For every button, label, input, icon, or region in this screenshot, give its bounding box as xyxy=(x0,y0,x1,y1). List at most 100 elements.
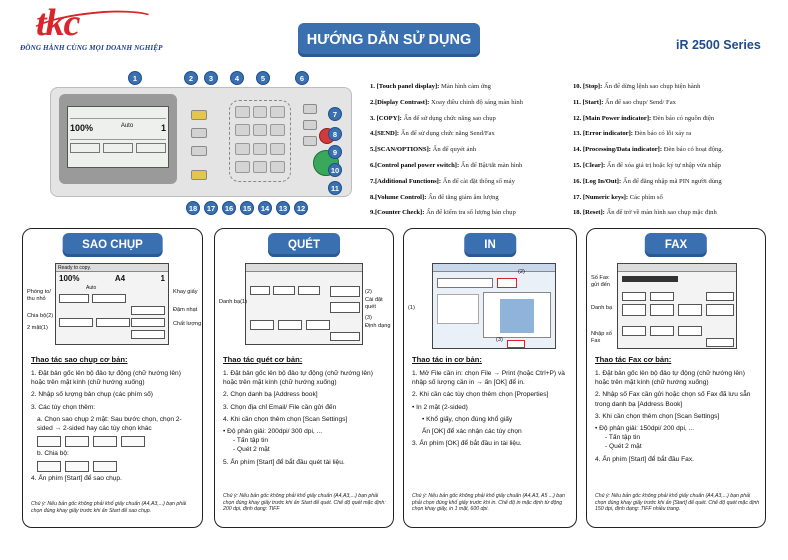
copy-2sided-button[interactable] xyxy=(96,318,130,327)
callout-paper-tray: Khay giấy xyxy=(173,289,198,295)
copy-special-features-button[interactable] xyxy=(131,330,165,339)
callout-4: 4 xyxy=(230,71,244,85)
key-1[interactable] xyxy=(235,106,250,118)
key-5[interactable] xyxy=(252,124,268,137)
fax-address-book-button[interactable] xyxy=(622,304,646,316)
callout-5: 5 xyxy=(256,71,270,85)
scan-note: Chú ý: Nếu bản gốc không phải khổ giấy c… xyxy=(223,493,386,513)
fax-system-monitor-button[interactable] xyxy=(706,338,734,347)
copy-quality-button[interactable] xyxy=(131,318,165,327)
legend-left: 1. [Touch panel display]: Màn hình cảm ứ… xyxy=(370,79,566,221)
legend-item-10: 10. [Stop]: Ấn để dừng lệnh sao chụp hiệ… xyxy=(573,83,701,90)
callout-duplex-label: 2 mặt(1) xyxy=(27,325,48,331)
legend-item-6: 6.[Control panel power switch]: Ấn để Bậ… xyxy=(370,161,523,169)
key-2[interactable] xyxy=(252,106,268,118)
scan-one-touch-button[interactable] xyxy=(278,320,302,330)
print-step-1: 1. Mở File cần in: chọn File → Print (ho… xyxy=(412,370,565,387)
reset-button[interactable] xyxy=(191,170,207,180)
scan-section-heading: Thao tác quét cơ bản: xyxy=(223,355,303,364)
touch-panel-display[interactable]: 100% Auto 1 xyxy=(67,106,169,168)
counter-check-button[interactable] xyxy=(303,136,317,146)
legend-item-16: 16. [Log In/Out]: Ấn để đăng nhập mã PIN… xyxy=(573,177,722,185)
copy-button[interactable] xyxy=(191,110,207,120)
scan-step-4-duplex: - Quét 2 mặt xyxy=(233,446,270,454)
copy-paper: A4 xyxy=(114,274,126,283)
volume-control-button[interactable] xyxy=(303,120,317,130)
scan-file-format-button[interactable] xyxy=(330,302,360,313)
key-0[interactable] xyxy=(252,160,268,173)
fax-tone-button[interactable] xyxy=(622,292,646,301)
print-steps: 1. Mở File cần in: chọn File → Print (ho… xyxy=(412,369,572,451)
print-ok-button[interactable] xyxy=(507,340,525,348)
legend-item-1: 1. [Touch panel display]: Màn hình cảm ứ… xyxy=(370,83,491,90)
scan-file-button[interactable] xyxy=(273,286,295,295)
scan-address-book-button[interactable] xyxy=(250,286,270,295)
legend-item-3: 3. [COPY]: Ấn để sử dụng chức năng sao c… xyxy=(370,114,496,122)
fax-recall-button[interactable] xyxy=(650,304,674,316)
fax-screen-shot xyxy=(617,263,737,349)
duplex-option-4-icon[interactable] xyxy=(121,436,145,448)
fax-details-button[interactable] xyxy=(678,304,702,316)
callout-zoom: Phóng to/ thu nhỏ xyxy=(27,289,51,302)
key-7[interactable] xyxy=(235,142,250,155)
key-star[interactable] xyxy=(235,160,250,173)
print-card: IN (1) (2) (3) Thao tác in cơ bản: 1. Mở… xyxy=(403,228,577,528)
callout-15: 15 xyxy=(240,201,254,215)
callout-12: 12 xyxy=(294,201,308,215)
additional-functions-button[interactable] xyxy=(303,104,317,114)
duplex-option-3-icon[interactable] xyxy=(93,436,117,448)
fax-favorites-button[interactable] xyxy=(622,326,646,336)
key-3[interactable] xyxy=(270,106,285,118)
logo-tagline: ĐỒNG HÀNH CÙNG MỌI DOANH NGHIỆP xyxy=(20,44,163,52)
print-dialog-shot xyxy=(432,263,556,349)
callout-scan-settings-num: (2) xyxy=(365,289,372,295)
scan-system-monitor-button[interactable] xyxy=(330,332,360,341)
scan-screen-shot xyxy=(245,263,363,345)
legend-item-2: 2.[Display Contrast]: Xoay điều chỉnh độ… xyxy=(370,98,523,106)
copy-auto: Auto xyxy=(86,285,97,291)
scan-screen-header xyxy=(246,264,362,272)
copy-step-1: 1. Đặt bản gốc lên bộ đảo tự động (chữ h… xyxy=(31,370,181,387)
copy-card: SAO CHỤP Ready to copy. 100% A4 1 Auto P… xyxy=(22,228,203,528)
scan-step-4: 4. Khi cần chọn thêm chọn [Scan Settings… xyxy=(223,415,348,423)
key-8[interactable] xyxy=(252,142,268,155)
copy-step-3a: a. Chọn sao chụp 2 mặt: Sau bước chọn, c… xyxy=(37,415,182,433)
copy-paper-select-button[interactable] xyxy=(92,294,126,303)
fax-steps: 1. Đặt bản gốc lên bộ đảo tự động (chữ h… xyxy=(595,369,761,467)
scan-new-address-button[interactable] xyxy=(306,320,330,330)
copy-ratio-button[interactable] xyxy=(59,294,89,303)
fax-settings-button[interactable] xyxy=(706,292,734,301)
fax-new-address-button[interactable] xyxy=(678,326,702,336)
send-button[interactable] xyxy=(191,128,207,138)
fax-pause-button[interactable] xyxy=(650,292,674,301)
scan-settings-button[interactable] xyxy=(330,286,360,297)
logo-text: tkc xyxy=(36,2,80,44)
scan-options-button[interactable] xyxy=(191,146,207,156)
fax-format-button[interactable] xyxy=(706,304,734,316)
fax-number-field[interactable] xyxy=(622,276,678,282)
key-hash[interactable] xyxy=(270,160,285,173)
callout-9: 9 xyxy=(328,145,342,159)
legend-item-18: 18. [Reset]: Ấn để trở về màn hình sao c… xyxy=(573,209,717,217)
legend-item-14: 14. [Processing/Data indicator]: Đèn báo… xyxy=(573,146,724,154)
sort-option-1-icon[interactable] xyxy=(37,461,61,473)
key-6[interactable] xyxy=(270,124,285,137)
duplex-option-2-icon[interactable] xyxy=(65,436,89,448)
sort-option-2-icon[interactable] xyxy=(65,461,89,473)
key-4[interactable] xyxy=(235,124,250,137)
print-properties-button[interactable] xyxy=(497,278,517,288)
copy-count: 1 xyxy=(160,274,165,283)
key-9[interactable] xyxy=(270,142,285,155)
print-printer-select[interactable] xyxy=(437,278,493,288)
duplex-option-1-icon[interactable] xyxy=(37,436,61,448)
callout-format-num: (3) xyxy=(365,315,372,321)
scan-recall-button[interactable] xyxy=(298,286,320,295)
copy-finishing-button[interactable] xyxy=(59,318,93,327)
scan-step-3: 3. Chọn địa chỉ Email/ File cần gửi đến xyxy=(223,403,337,411)
fax-one-touch-button[interactable] xyxy=(650,326,674,336)
sort-option-3-icon[interactable] xyxy=(93,461,117,473)
fax-note: Chú ý: Nếu bản gốc không phải khổ giấy c… xyxy=(595,493,760,513)
copy-density-button[interactable] xyxy=(131,306,165,315)
scan-favorites-button[interactable] xyxy=(250,320,274,330)
copy-ratio: 100% xyxy=(59,274,80,283)
